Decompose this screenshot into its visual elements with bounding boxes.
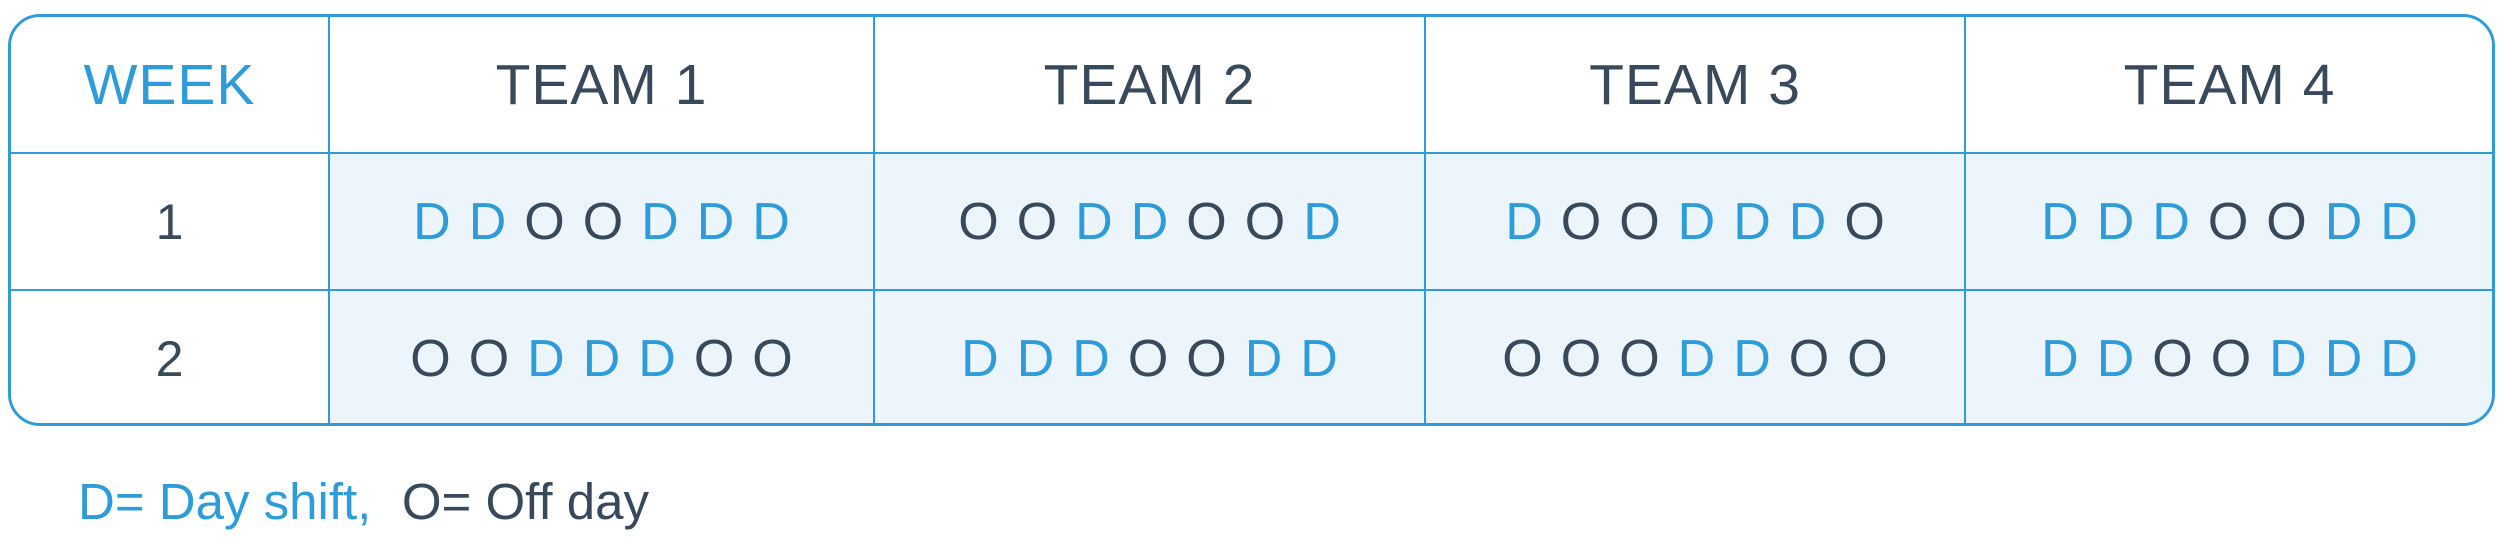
header-row: WEEK TEAM 1 TEAM 2 TEAM 3 TEAM 4 [11,17,2492,154]
day-shift-letter: D [1075,192,1113,251]
team-4-header: TEAM 4 [1965,17,2492,154]
off-day-letter: O [410,330,451,388]
day-shift-letter: D [1130,192,1169,251]
day-shift-letter: D [1072,330,1110,388]
off-day-letter: O [2152,330,2193,388]
day-shift-letter: D [1244,330,1283,388]
off-day-letter: O [468,330,510,388]
week-1-label: 1 [11,153,330,291]
off-day-letter: O [1844,192,1885,251]
legend: D= Day shift, O= Off day [78,472,649,531]
day-shift-letter: D [2380,330,2418,388]
off-day-letter: O [1788,330,1830,388]
off-day-letter: O [1619,330,1660,388]
off-day-letter: O [1847,330,1888,388]
off-day-letter: O [1619,192,1660,251]
day-shift-letter: D [638,330,676,388]
day-shift-letter: D [582,330,621,388]
day-shift-letter: D [2324,330,2363,388]
day-shift-letter: D [527,330,565,388]
day-shift-letter: D [2152,192,2190,251]
day-shift-letter: D [1505,192,1543,251]
off-day-letter: O [1127,330,1169,388]
legend-off-day-label: O= Off day [401,473,649,530]
day-shift-letter: D [2269,330,2307,388]
day-shift-letter: D [641,192,679,251]
week-2-label: 2 [11,290,330,423]
day-shift-letter: D [1788,192,1827,251]
off-day-letter: O [2207,192,2249,251]
off-day-letter: O [1186,330,1227,388]
day-shift-letter: D [696,192,735,251]
off-day-letter: O [2266,192,2307,251]
day-shift-letter: D [2096,192,2135,251]
team-1-header: TEAM 1 [329,17,875,154]
off-day-letter: O [958,192,999,251]
day-shift-letter: D [961,330,999,388]
day-shift-letter: D [2096,330,2135,388]
day-shift-letter: D [468,192,507,251]
off-day-letter: O [1186,192,1227,251]
day-shift-letter: D [1733,330,1771,388]
off-day-letter: O [1244,192,1286,251]
day-shift-letter: D [1303,192,1341,251]
week-column-header: WEEK [11,17,330,154]
off-day-letter: O [1560,330,1602,388]
team-3-header: TEAM 3 [1425,17,1966,154]
off-day-letter: O [752,330,793,388]
day-shift-letter: D [2380,192,2418,251]
off-day-letter: O [1560,192,1602,251]
day-shift-letter: D [1016,330,1055,388]
off-day-letter: O [1502,330,1543,388]
off-day-letter: O [693,330,735,388]
day-shift-letter: D [1677,330,1716,388]
day-shift-letter: D [1677,192,1716,251]
day-shift-letter: D [2041,330,2079,388]
team-2-header: TEAM 2 [874,17,1426,154]
day-shift-letter: D [2041,192,2079,251]
day-shift-letter: D [413,192,451,251]
off-day-letter: O [1016,192,1058,251]
day-shift-letter: D [1300,330,1338,388]
off-day-letter: O [524,192,565,251]
legend-day-shift-label: D= Day shift, [78,473,372,530]
day-shift-letter: D [752,192,790,251]
day-shift-letter: D [1733,192,1771,251]
off-day-letter: O [2210,330,2252,388]
off-day-letter: O [582,192,624,251]
day-shift-letter: D [2324,192,2363,251]
